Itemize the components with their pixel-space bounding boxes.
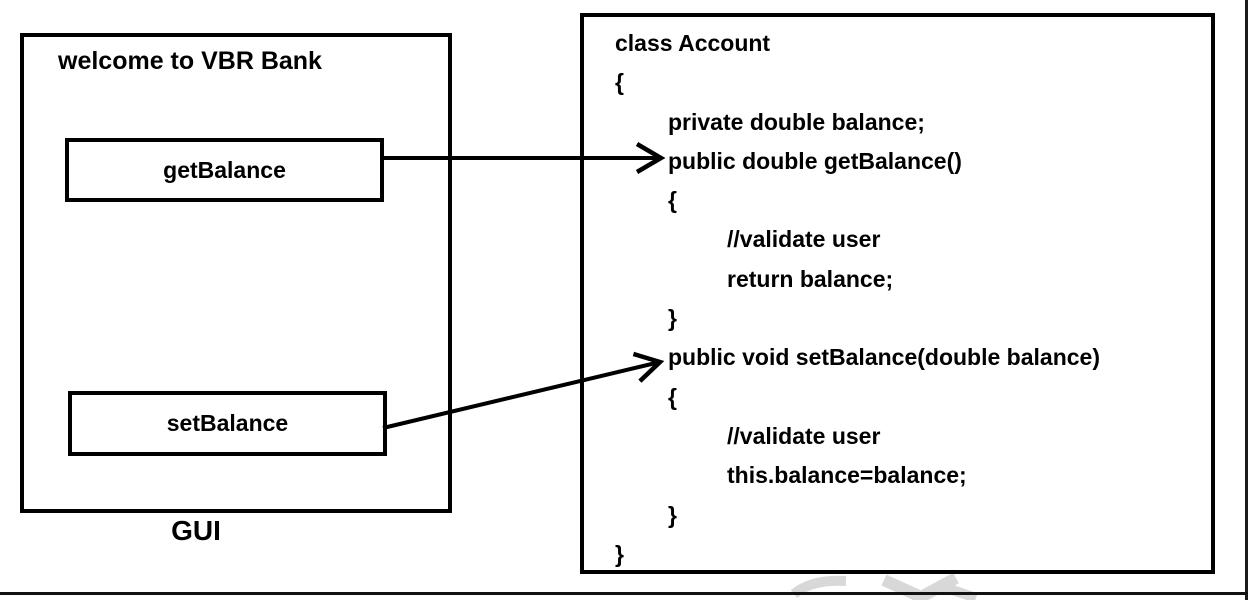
gui-caption: GUI: [171, 515, 221, 546]
code-line: private double balance;: [668, 108, 925, 135]
code-panel: class Account { private double balance; pub…: [580, 13, 1215, 574]
code-line: {: [668, 187, 677, 214]
gui-window-title: welcome to VBR Bank: [58, 47, 322, 75]
code-line: }: [668, 305, 677, 332]
code-line: public double getBalance(): [668, 147, 962, 174]
code-line: class Account: [615, 30, 771, 56]
code-line: {: [668, 383, 677, 410]
code-line: return balance;: [727, 265, 894, 292]
getbalance-button-label: getBalance: [163, 156, 286, 183]
code-line: {: [615, 69, 624, 96]
code-line: this.balance=balance;: [727, 462, 967, 489]
setbalance-button-label: setBalance: [166, 410, 289, 436]
gui-window: welcome to VBR Bank getBalance setBalanc…: [20, 33, 452, 513]
code-line: }: [668, 501, 677, 528]
code-line: public void setBalance(double balance): [668, 344, 1100, 371]
getbalance-button[interactable]: getBalance: [65, 138, 384, 202]
code-line: //validate user: [727, 422, 881, 449]
code-lines: class Account { private double balance; pub…: [584, 24, 1211, 574]
frame-right-edge: [1245, 0, 1248, 600]
code-line: }: [615, 540, 624, 567]
setbalance-button[interactable]: setBalance: [68, 391, 387, 456]
frame-bottom-edge: [0, 592, 1248, 595]
code-line: //validate user: [727, 226, 881, 253]
